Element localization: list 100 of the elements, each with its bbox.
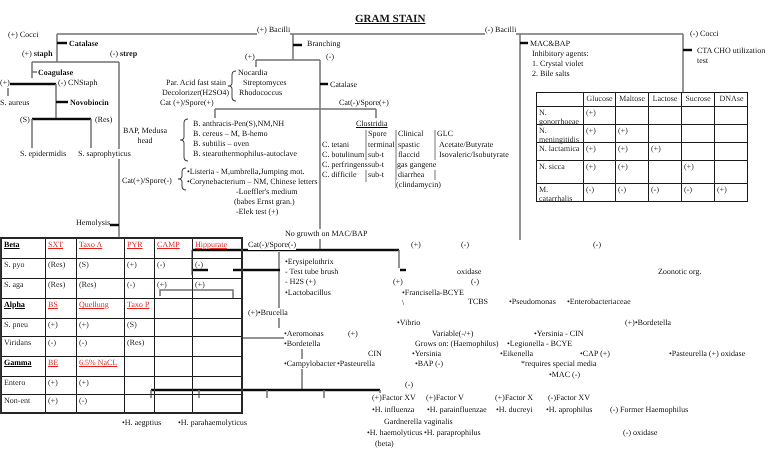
table-cell: SXT: [45, 238, 76, 258]
key-text: gas gangene: [397, 160, 436, 170]
key-text: Cat(+)/Spore(-): [122, 176, 172, 186]
key-text: •H. ducreyi: [496, 405, 533, 415]
key-text: Par. Acid fast stain: [166, 78, 226, 88]
key-text: •Corynebacterium – NM, Chinese letters: [187, 177, 318, 187]
key-text: Catalase: [330, 80, 358, 90]
key-text: Cat (+)/Spore(+): [160, 98, 214, 108]
table-cell: Glucose: [583, 92, 615, 106]
table-cell: (-): [615, 183, 648, 202]
table-cell: (-): [76, 336, 124, 356]
key-text: •H. influenza: [372, 405, 414, 415]
table-cell: (+): [45, 376, 76, 394]
key-text: •Eikenella: [500, 349, 534, 359]
key-text: \: [402, 298, 404, 308]
key-text: (-) CNStaph: [58, 78, 98, 88]
key-text: (+)•Bordetella: [625, 318, 671, 328]
key-text: CTA CHO utilization test: [697, 46, 768, 66]
table-cell: Gamma: [1, 356, 45, 376]
table-cell: (S): [76, 258, 124, 278]
key-text: Nocardia: [238, 68, 268, 78]
key-text: •Yersinia: [412, 349, 442, 359]
key-text: •CAP (+): [580, 349, 610, 359]
table-cell: Beta: [1, 238, 45, 258]
table-cell: (+): [583, 124, 615, 142]
key-text: Cat(-)/Spore(-): [248, 240, 296, 250]
table-cell: (-): [45, 336, 76, 356]
table-cell: Maltose: [615, 92, 648, 106]
table-cell: (+): [615, 142, 648, 160]
key-text: B. subtilis – oven: [193, 139, 250, 149]
key-text: (+): [245, 52, 255, 62]
key-text: (Res): [95, 115, 112, 125]
key-text: B. anthracis-Pen(S),NM,NH: [193, 119, 284, 129]
key-text: (-): [326, 52, 334, 62]
table-cell: (Res): [45, 258, 76, 278]
key-text: Cat(-)/Spore(+): [339, 98, 389, 108]
table-cell: N. meningitidis: [536, 124, 583, 142]
key-text: -Loeffler's medium: [236, 187, 298, 197]
key-text: (-) Cocci: [690, 29, 719, 39]
key-text: Branching: [307, 39, 340, 49]
title: GRAM STAIN: [355, 14, 426, 25]
table-cell: Lactose: [648, 92, 681, 106]
key-text: Grows on: (Haemophilus): [415, 339, 499, 349]
key-text: (clindamycin): [396, 180, 441, 190]
key-text: GLC: [437, 129, 453, 139]
key-text: (-): [405, 380, 413, 390]
key-text: •Lactobacillus: [285, 288, 331, 298]
key-text: •H. haemolyticus: [367, 428, 422, 438]
table-cell: (Res): [124, 336, 154, 356]
key-text: 2. Bile salts: [532, 69, 570, 79]
key-text: MAC&BAP: [530, 39, 570, 49]
key-text: C. botulinum: [322, 150, 364, 160]
key-text: Streptomyces: [243, 78, 287, 88]
key-text: terminal: [368, 140, 395, 150]
table-cell: N. lactamica: [536, 142, 583, 160]
table-cell: 6.5% NaCL: [76, 356, 124, 376]
key-text: S. aureus: [0, 98, 30, 108]
key-text: •Pasteurella (+) oxidase: [669, 349, 746, 359]
table-cell: Taxo P: [124, 298, 154, 318]
key-text: diarrhea: [398, 170, 424, 180]
key-text: •Pseudomonas: [509, 297, 556, 307]
key-text: Novobiocin: [70, 98, 109, 108]
key-text: Gardnerella vaginalis: [384, 417, 453, 427]
key-text: •Yersinia - CIN: [534, 329, 584, 339]
table-cell: (-): [681, 183, 714, 202]
key-text: •H. aegptius: [122, 418, 162, 428]
table-cell: N. gonorrhoeae: [536, 106, 583, 124]
table-cell: M. catarrhalis: [536, 183, 583, 202]
key-text: No growth on MAC/BAP: [285, 229, 368, 239]
key-text: sub-t: [368, 150, 384, 160]
table-cell: (+): [45, 318, 76, 336]
key-text: Catalase: [69, 39, 98, 49]
key-text: •Enterobacteriaceae: [567, 297, 631, 307]
key-text: -Elek test (+): [236, 207, 278, 217]
table-cell: (-): [124, 278, 154, 298]
key-text: •Bordetella: [284, 339, 320, 349]
key-text: (+) staph: [22, 49, 53, 59]
key-text: •Pasteurella: [337, 359, 375, 369]
key-text: (-): [461, 240, 469, 250]
key-text: •H. parainfluenzae: [427, 405, 487, 415]
key-text: sub-t: [368, 170, 384, 180]
key-text: (-) Former Haemophilus: [610, 405, 688, 415]
table-cell: (Res): [76, 278, 124, 298]
table-cell: (+): [615, 160, 648, 183]
key-text: (babes Ernst gran.): [234, 197, 295, 207]
table-cell: Hippurate: [192, 238, 242, 258]
table-cell: BS: [45, 298, 76, 318]
key-text: TCBS: [468, 297, 488, 307]
key-text: •H. aprophilus: [546, 405, 592, 415]
table-cell: (S): [124, 318, 154, 336]
key-text: (+): [348, 329, 358, 339]
key-text: - H2S (+): [285, 277, 316, 287]
key-text: (+) Bacilli: [257, 25, 290, 35]
key-text: - Test tube brush: [285, 267, 338, 277]
key-text: Spore: [368, 129, 387, 139]
key-text: C. tetani: [322, 140, 350, 150]
key-text: flaccid: [398, 150, 420, 160]
key-text: Clostridia: [356, 119, 388, 129]
table-cell: (+): [124, 258, 154, 278]
table-cell: (-): [154, 258, 192, 278]
